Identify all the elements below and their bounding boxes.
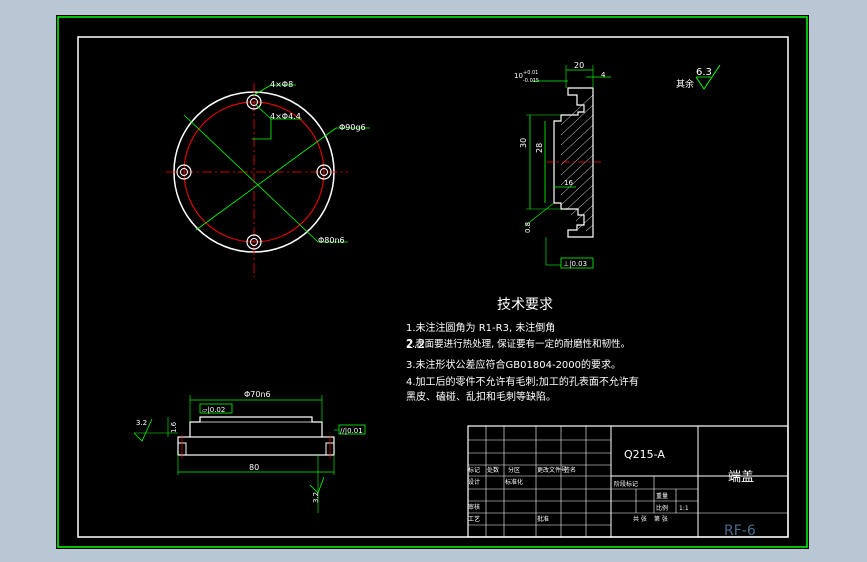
title-block: Q215-A 端盖 RF-6 标记 处数 分区 更改文件号 签名 设计 标准化 … (467, 425, 789, 539)
label-chushu: 处数 (487, 466, 499, 474)
drawing-canvas: 4×Φ8 4×Φ4.4 Φ90g6 Φ80n6 20 (57, 16, 808, 548)
label-jieduan: 阶段标记 (614, 480, 638, 488)
base-plate (177, 436, 335, 456)
frame-parallel: //|0.01 (340, 427, 363, 435)
dim-16-left: 1.6 (170, 421, 178, 433)
bottom-view: Φ70n6 ▱|0.02 //|0.01 80 1.6 3.2 3.2 (133, 390, 366, 513)
tech-line-5: 黑皮、磕碰、乱扣和毛刺等缺陷。 (406, 390, 556, 403)
raised-boss (189, 416, 323, 437)
tech-line-3: 3.未注形状公差应符合GB01804-2000的要求。 (406, 358, 621, 371)
section-view: 20 4 10 +0.01 -0.015 30 28 16 0.8 ⊥|0.03 (514, 61, 611, 269)
leader-80 (183, 114, 319, 243)
tol-lower: -0.015 (523, 78, 539, 84)
section-outline (553, 87, 594, 238)
label-fenqu: 分区 (508, 466, 520, 474)
tech-overlap: 2.2 (406, 337, 425, 351)
dim-10: 10 (514, 72, 523, 80)
hole-bottom-outer (246, 234, 262, 250)
leader-90 (195, 127, 337, 231)
hole-left-inner (180, 168, 188, 176)
part-name: 端盖 (728, 470, 754, 485)
dim-28: 28 (535, 143, 544, 153)
roughness-value: 6.3 (696, 67, 712, 78)
roughness-left: 3.2 (136, 419, 147, 427)
dim-20: 20 (574, 61, 584, 70)
dim-16: 16 (564, 179, 573, 187)
tech-line-1: 1.未注注圆角为 R1-R3, 未注倒角 (406, 321, 555, 334)
label-qianming: 签名 (564, 466, 576, 474)
callout-4x8: 4×Φ8 (270, 80, 293, 89)
material: Q215-A (624, 448, 665, 461)
dim-70n6: Φ70n6 (244, 390, 271, 399)
hole-right-outer (316, 164, 332, 180)
value-scale: 1:1 (679, 505, 689, 512)
tech-line-2: 2.表面要进行热处理, 保证要有一定的耐磨性和韧性。 (406, 338, 630, 350)
leader-4x44 (255, 104, 272, 120)
cad-viewport[interactable]: 4×Φ8 4×Φ4.4 Φ90g6 Φ80n6 20 (56, 15, 809, 549)
callout-4x44: 4×Φ4.4 (270, 112, 301, 121)
tech-line-4: 4.加工后的零件不允许有毛刺;加工的孔表面不允许有 (406, 375, 639, 388)
dim-80: 80 (249, 463, 259, 472)
drawing-frame (77, 36, 789, 538)
tech-requirements: 技术要求 1.未注注圆角为 R1-R3, 未注倒角 2.表面要进行热处理, 保证… (406, 297, 639, 403)
label-weight: 重量 (656, 492, 668, 500)
leader-4x8 (253, 84, 272, 96)
callout-80n6: Φ80n6 (318, 236, 345, 245)
label-shenhe: 审核 (468, 503, 480, 511)
hole-left-outer (176, 164, 192, 180)
label-pizhun: 批准 (537, 515, 549, 523)
roughness-symbol: 其余 6.3 (676, 64, 721, 90)
label-gongyi: 工艺 (468, 515, 480, 523)
label-sheji: 设计 (468, 478, 480, 486)
dim-30: 30 (519, 138, 528, 148)
tech-title: 技术要求 (497, 297, 553, 313)
frame-flatness: ▱|0.02 (202, 406, 225, 414)
label-sheet-total: 共 张 (633, 515, 647, 523)
hole-right-inner (320, 168, 328, 176)
roughness-bottom: 3.2 (312, 492, 320, 503)
label-scale: 比例 (656, 504, 668, 512)
label-genggai: 更改文件号 (537, 466, 567, 474)
label-biaoji: 标记 (468, 466, 480, 474)
front-view: 4×Φ8 4×Φ4.4 Φ90g6 Φ80n6 (166, 80, 370, 277)
label-sheet-num: 第 张 (654, 515, 668, 523)
label-biaozhunhua: 标准化 (505, 478, 523, 486)
dim-08: 0.8 (524, 222, 532, 233)
tol-upper: +0.01 (523, 70, 538, 76)
roughness-label: 其余 (676, 78, 694, 90)
section-hatch (560, 94, 594, 232)
frame-perp: ⊥|0.03 (563, 260, 587, 268)
drawing-number: RF-6 (724, 523, 756, 539)
hole-bottom-inner (250, 238, 258, 246)
callout-90g6: Φ90g6 (339, 123, 366, 132)
hole-top-inner (250, 98, 258, 106)
dim-4: 4 (601, 71, 606, 79)
outer-border (57, 16, 808, 548)
